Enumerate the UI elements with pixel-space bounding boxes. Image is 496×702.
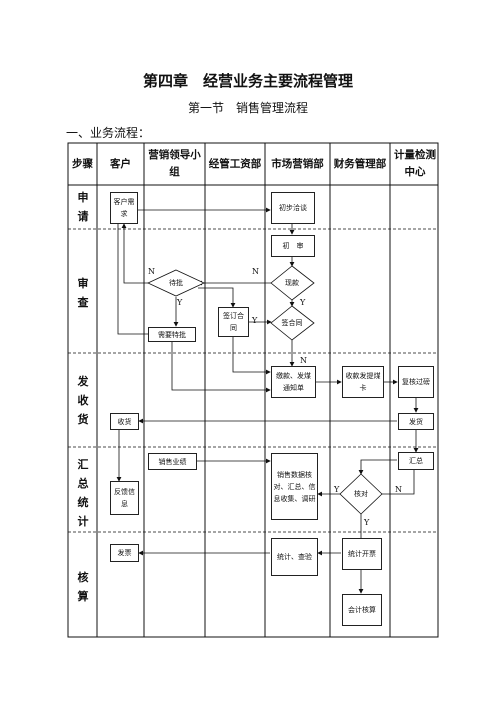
step-ship: 发收货 xyxy=(77,375,89,426)
box-sales-data: 销售数据核对、汇总、信息收集、调研 xyxy=(271,453,318,520)
box-reweigh: 复核过磅 xyxy=(398,366,434,398)
label-y-contract: Y xyxy=(252,316,258,325)
box-stats-review: 统计、查验 xyxy=(271,538,318,576)
section-title: 第一节 销售管理流程 xyxy=(187,101,308,115)
check-diamond xyxy=(339,473,383,515)
box-sales-ledger: 销售业绩 xyxy=(148,453,197,470)
label-y-pending: Y xyxy=(177,298,183,307)
step-accounting: 核算 xyxy=(77,571,89,603)
box-initial-talk: 初步洽谈 xyxy=(271,192,315,224)
diamond-label-sign-contract: 签合同 xyxy=(281,319,303,327)
header-marketing: 市场营销部 xyxy=(271,157,324,170)
label-n-check-right: N xyxy=(395,485,402,494)
box-stats-invoice: 统计开票 xyxy=(342,538,382,570)
diamond-label-cash: 现款 xyxy=(285,279,299,287)
box-initial-review: 初 审 xyxy=(271,235,315,257)
box-payment-notice: 缴款、发煤通知单 xyxy=(271,366,316,398)
box-customer-need: 客户需求 xyxy=(110,192,138,224)
label-n-cash: N xyxy=(252,267,259,276)
box-receipt-card: 收款发提煤卡 xyxy=(342,366,384,398)
step-review: 审查 xyxy=(77,277,89,309)
section-heading: 一、业务流程： xyxy=(66,126,151,140)
step-apply: 申请 xyxy=(77,191,89,223)
header-customer: 客户 xyxy=(110,157,131,170)
label-y-check-left: Y xyxy=(334,485,340,494)
label-y-check-down: Y xyxy=(364,518,370,527)
step-summary: 汇总统计 xyxy=(77,458,89,528)
sign-contract-diamond xyxy=(270,305,315,341)
box-special-approval: 需要特批 xyxy=(148,327,196,342)
header-business-mgmt: 经管工资部 xyxy=(208,157,262,170)
box-invoice: 发票 xyxy=(110,544,139,562)
page-title: 第四章 经营业务主要流程管理 xyxy=(142,72,353,90)
pending-diamond xyxy=(147,269,205,297)
label-n-pending: N xyxy=(148,267,155,276)
box-receive-goods: 收货 xyxy=(110,413,139,430)
box-summary: 汇总 xyxy=(398,452,434,470)
diamond-label-check: 核对 xyxy=(354,490,368,498)
header-step: 步骤 xyxy=(72,157,93,170)
box-accounting-calc: 会计核算 xyxy=(342,594,382,626)
cash-diamond xyxy=(270,265,315,301)
diamond-label-pending: 待批 xyxy=(169,279,183,287)
header-finance: 财务管理部 xyxy=(333,157,387,170)
box-feedback: 反馈信息 xyxy=(110,481,139,515)
box-deliver: 发货 xyxy=(398,413,434,430)
header-metering: 计量检测中心 xyxy=(394,149,436,178)
header-sales-leader: 营销领导小组 xyxy=(148,149,201,178)
label-y-cash: Y xyxy=(300,298,306,307)
box-sign-contract: 签订合同 xyxy=(218,307,249,337)
label-n-contract: N xyxy=(300,356,307,365)
